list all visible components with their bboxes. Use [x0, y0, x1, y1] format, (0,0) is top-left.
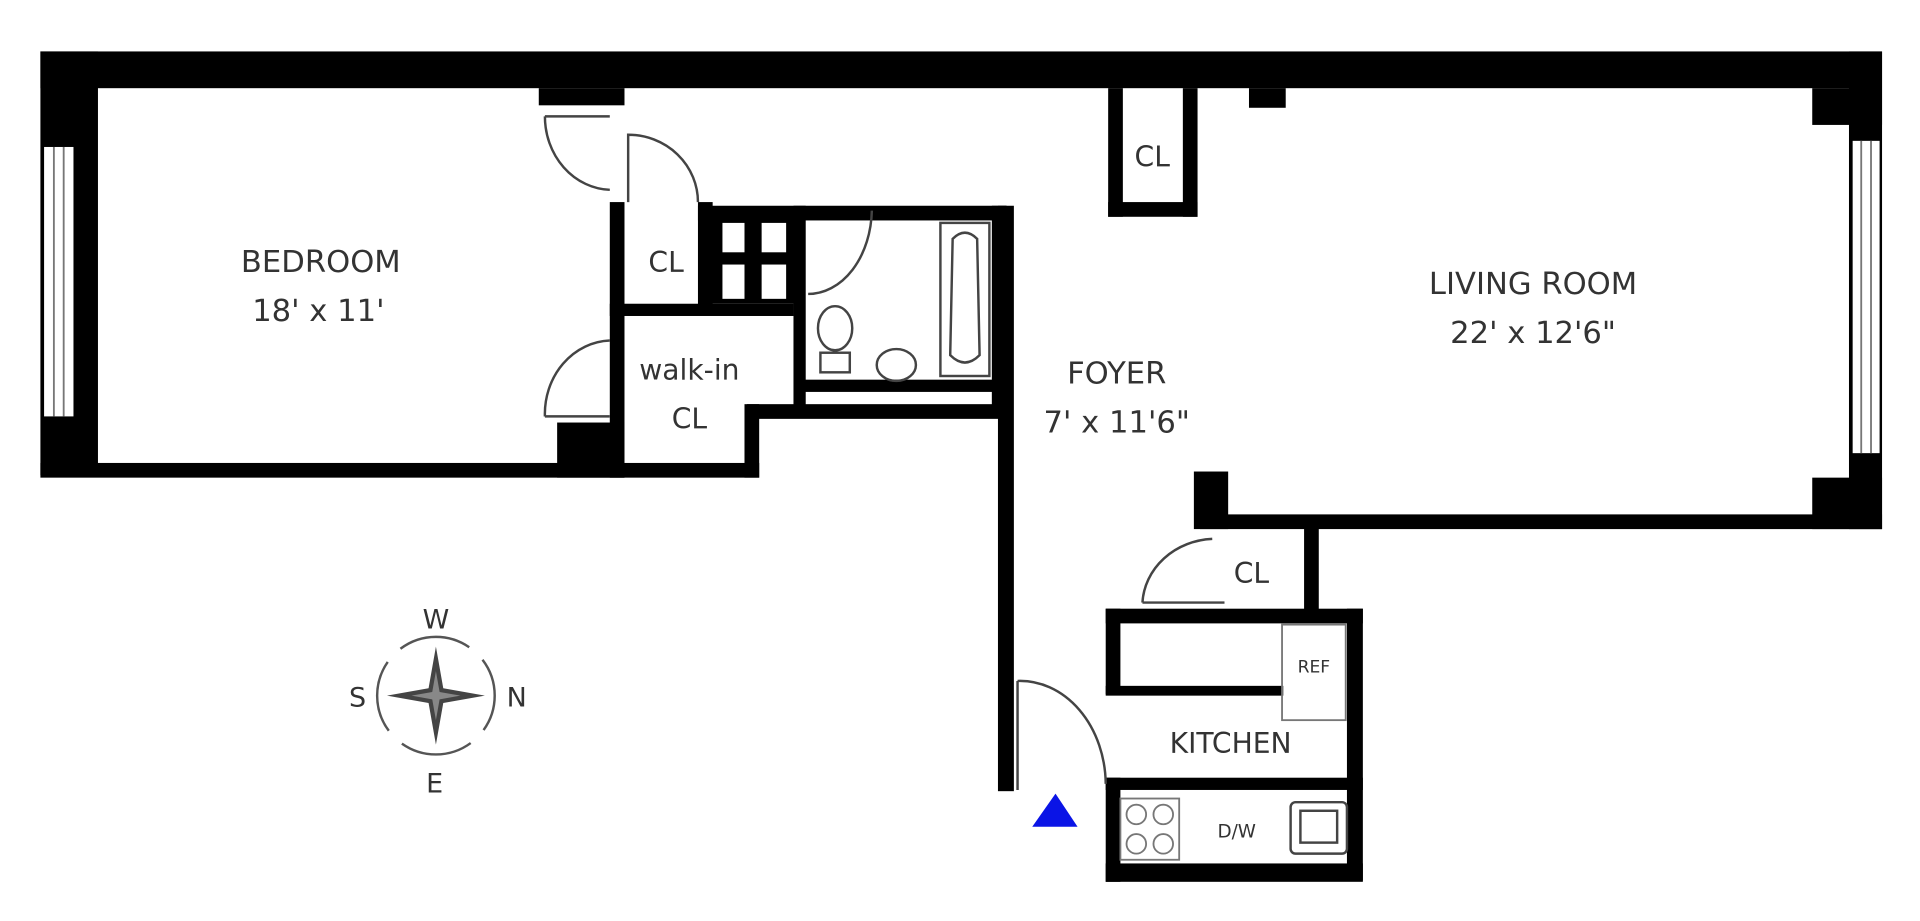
- foyer-size: 7' x 11'6": [1044, 405, 1190, 440]
- walkin-closet-label-1: walk-in: [639, 354, 739, 387]
- walkin-closet-label-2: CL: [672, 403, 708, 436]
- dishwasher-label: D/W: [1217, 822, 1255, 843]
- compass-w: W: [423, 604, 450, 635]
- window-bedroom: [44, 146, 74, 417]
- closet-living-label: CL: [1135, 141, 1171, 174]
- refrigerator: [1281, 623, 1347, 722]
- closet-bedroom-label: CL: [648, 246, 684, 279]
- walls: [40, 51, 1883, 882]
- compass-n: N: [507, 683, 527, 714]
- living-room-name: LIVING ROOM: [1429, 267, 1637, 302]
- stove-icon: [1119, 797, 1181, 861]
- compass-s: S: [349, 683, 366, 714]
- living-room-size: 22' x 12'6": [1450, 316, 1616, 351]
- compass-icon: W S N E: [349, 604, 527, 799]
- compass-e: E: [426, 768, 443, 799]
- bathtub: [939, 221, 991, 378]
- closet-kitchen-label: CL: [1234, 557, 1270, 590]
- bedroom-size: 18' x 11': [252, 294, 384, 329]
- sink: [875, 347, 918, 383]
- entry-marker-icon: [1032, 793, 1078, 827]
- doors: [543, 115, 1225, 790]
- foyer-name: FOYER: [1067, 356, 1166, 391]
- window-living: [1852, 140, 1880, 454]
- kitchen-name: KITCHEN: [1170, 727, 1292, 760]
- toilet: [816, 304, 854, 374]
- ref-label: REF: [1298, 657, 1331, 677]
- bedroom-name: BEDROOM: [241, 245, 401, 280]
- kitchen-sink-icon: [1289, 800, 1349, 855]
